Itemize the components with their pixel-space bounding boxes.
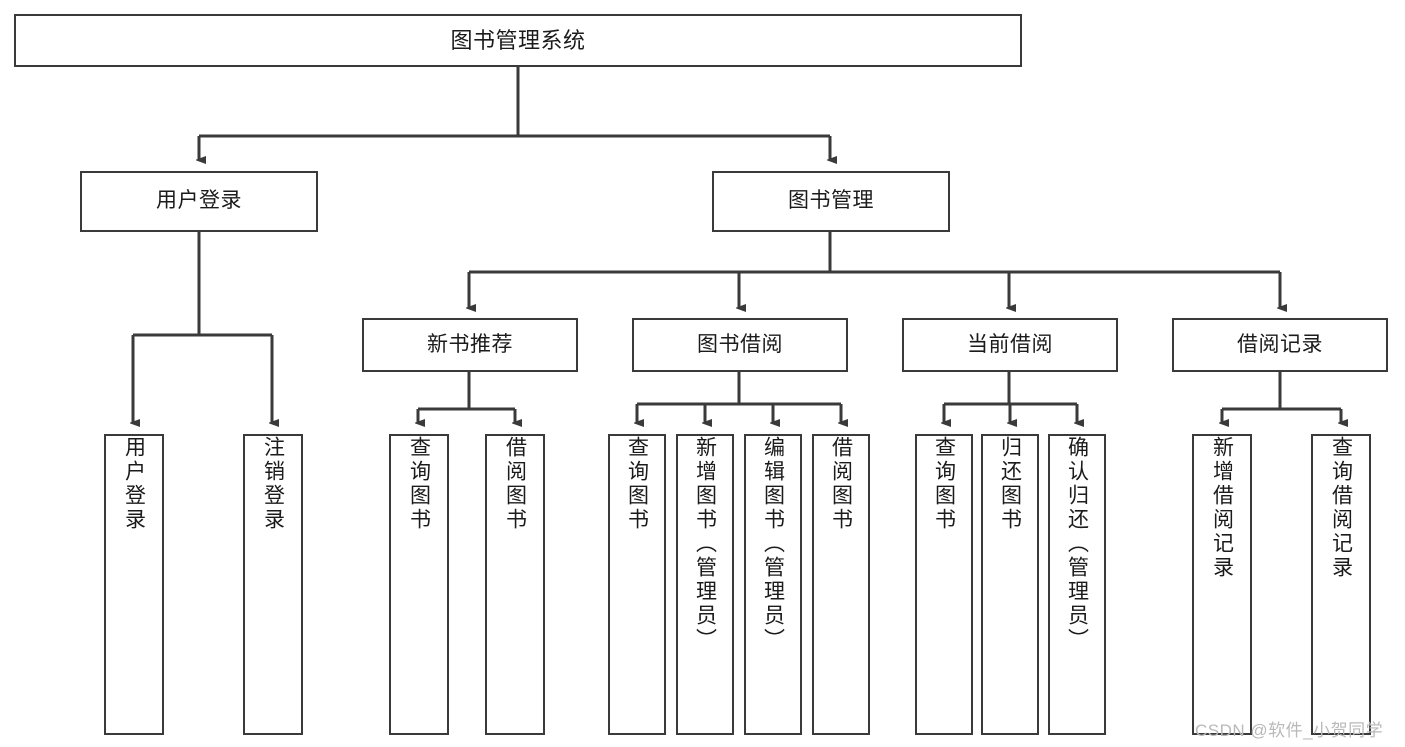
node-new-book-recommend[interactable]: 新书推荐 [362, 318, 578, 372]
node-leaf-query-book-current[interactable]: 查询图书 [915, 434, 973, 735]
node-leaf-query-borrow-record[interactable]: 查询借阅记录 [1311, 434, 1371, 735]
node-leaf-return-book-label: 归还图书 [998, 436, 1022, 532]
node-leaf-user-login[interactable]: 用户登录 [104, 434, 164, 735]
node-root-label: 图书管理系统 [450, 27, 586, 53]
node-leaf-logout[interactable]: 注销登录 [243, 434, 303, 735]
node-current-borrow[interactable]: 当前借阅 [902, 318, 1118, 372]
node-leaf-edit-book-admin[interactable]: 编辑图书（管理员） [744, 434, 802, 735]
node-new-book-recommend-label: 新书推荐 [427, 332, 513, 356]
node-leaf-confirm-return-admin-label: 确认归还（管理员） [1065, 436, 1089, 652]
node-current-borrow-label: 当前借阅 [967, 332, 1053, 356]
node-leaf-borrow-book-recommend-label: 借阅图书 [503, 436, 527, 532]
node-leaf-borrow-book-recommend[interactable]: 借阅图书 [485, 434, 545, 735]
node-book-borrow-label: 图书借阅 [697, 332, 783, 356]
node-borrow-records[interactable]: 借阅记录 [1172, 318, 1388, 372]
node-borrow-records-label: 借阅记录 [1237, 332, 1323, 356]
node-leaf-borrow-book[interactable]: 借阅图书 [812, 434, 870, 735]
node-root[interactable]: 图书管理系统 [14, 14, 1022, 67]
node-leaf-query-book-borrow-label: 查询图书 [625, 436, 649, 532]
node-leaf-return-book[interactable]: 归还图书 [981, 434, 1039, 735]
node-leaf-add-book-admin[interactable]: 新增图书（管理员） [676, 434, 734, 735]
node-user-login[interactable]: 用户登录 [80, 171, 318, 232]
node-leaf-edit-book-admin-label: 编辑图书（管理员） [761, 436, 785, 652]
node-book-manage[interactable]: 图书管理 [712, 171, 950, 232]
node-leaf-query-book-recommend-label: 查询图书 [407, 436, 431, 532]
watermark-text: CSDN @软件_小贺同学 [1195, 721, 1384, 740]
node-leaf-add-book-admin-label: 新增图书（管理员） [693, 436, 717, 652]
node-leaf-user-login-label: 用户登录 [122, 436, 146, 532]
node-leaf-add-borrow-record-label: 新增借阅记录 [1210, 436, 1234, 580]
node-leaf-query-borrow-record-label: 查询借阅记录 [1329, 436, 1353, 580]
node-leaf-query-book-current-label: 查询图书 [932, 436, 956, 532]
node-user-login-label: 用户登录 [156, 189, 242, 213]
node-leaf-add-borrow-record[interactable]: 新增借阅记录 [1192, 434, 1252, 735]
node-leaf-query-book-recommend[interactable]: 查询图书 [389, 434, 449, 735]
node-book-manage-label: 图书管理 [788, 189, 874, 213]
node-book-borrow[interactable]: 图书借阅 [632, 318, 848, 372]
node-leaf-borrow-book-label: 借阅图书 [829, 436, 853, 532]
node-leaf-query-book-borrow[interactable]: 查询图书 [608, 434, 666, 735]
node-leaf-confirm-return-admin[interactable]: 确认归还（管理员） [1048, 434, 1106, 735]
node-leaf-logout-label: 注销登录 [261, 436, 285, 532]
